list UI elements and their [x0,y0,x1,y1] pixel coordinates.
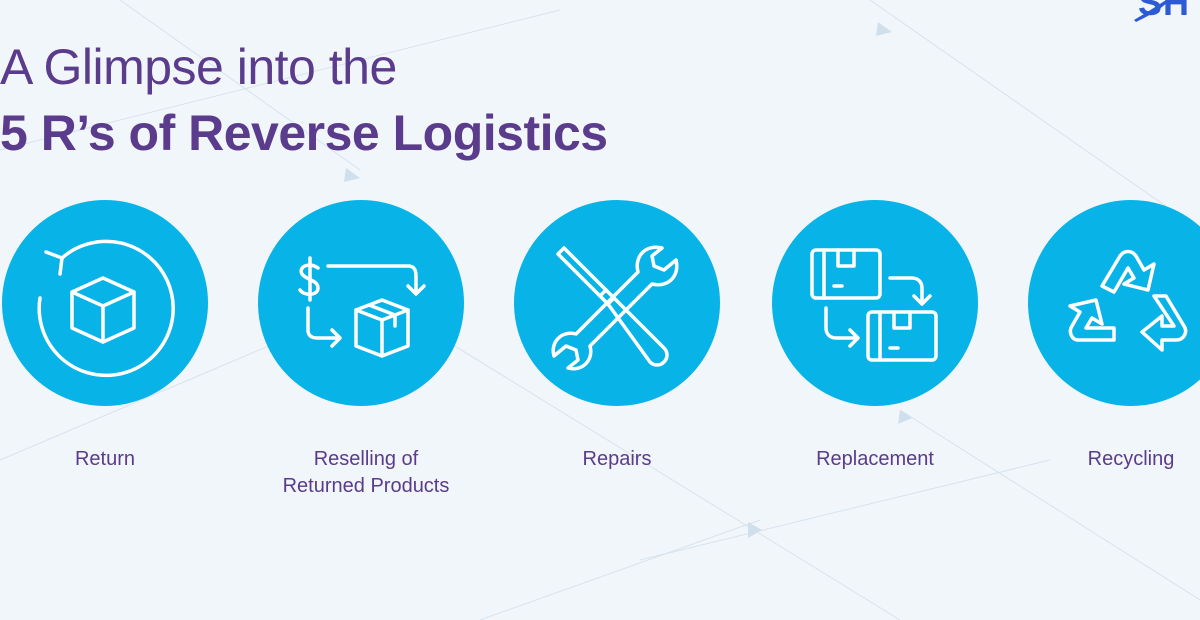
label-replacement-line1: Replacement [816,448,934,470]
label-repairs-line1: Repairs [582,448,652,470]
replacement-circle [772,200,978,406]
wrench-screwdriver-icon [551,245,679,371]
label-return-line1: Return [74,448,136,470]
label-reselling-line1: Reselling of [313,448,419,470]
label-recycling: Recycling [1011,446,1200,473]
recycling-circle [1028,200,1200,406]
page-title-line1: A Glimpse into the [0,39,397,95]
brand-logo: SH [1070,0,1200,22]
repairs-circle [514,200,720,406]
resell-dollar-box-icon [298,256,426,358]
page-title-line2: 5 R’s of Reverse Logistics [0,105,608,161]
label-return: Return [0,446,225,473]
return-circle [2,200,208,406]
logo-text: SH [1137,0,1190,22]
return-box-icon [37,239,175,378]
label-repairs: Repairs [497,446,737,473]
label-reselling-line2: Returned Products [282,475,450,497]
replace-boxes-icon [810,248,938,362]
label-recycling-line1: Recycling [1087,448,1175,470]
reselling-circle [258,200,464,406]
logo-swoosh-icon [1134,0,1170,22]
label-replacement: Replacement [755,446,995,473]
recycle-icon [1068,249,1188,352]
label-reselling: Reselling of Returned Products [246,446,486,500]
